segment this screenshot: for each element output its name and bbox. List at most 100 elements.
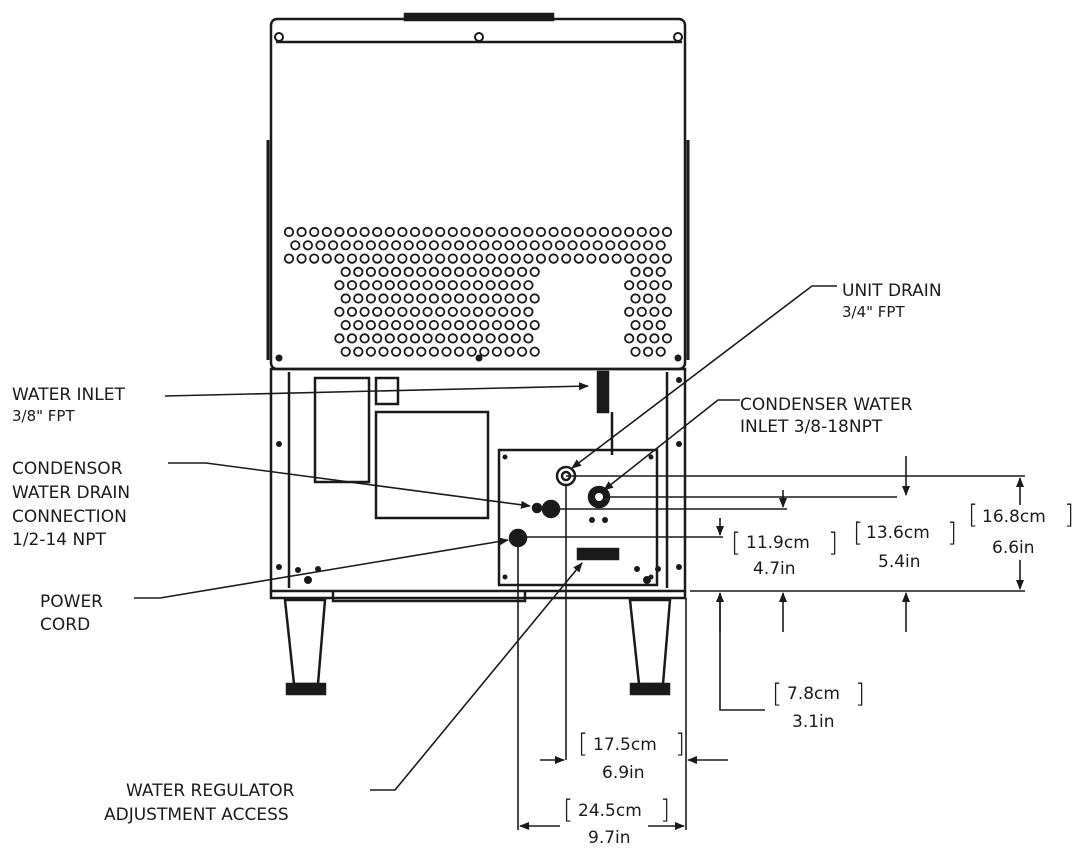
vent-hole [409, 306, 421, 317]
vent-hole [510, 253, 521, 264]
vent-hole [453, 293, 465, 304]
leader-unit-drain [571, 285, 837, 469]
vent-hole [372, 226, 383, 238]
left-foot [285, 682, 327, 696]
vent-hole [378, 293, 389, 304]
vent-hole [466, 266, 477, 277]
vent-hole [605, 240, 616, 251]
right-leg [628, 598, 672, 686]
vent-hole [642, 293, 654, 304]
vent-hole [435, 280, 446, 291]
vent-hole [390, 293, 402, 304]
vent-hole [378, 266, 389, 277]
vent-hole [302, 240, 313, 251]
vent-hole [346, 280, 358, 291]
callout-condensor-water-drain: CONDENSOR WATER DRAIN CONNECTION 1/2-14 … [12, 459, 130, 550]
vent-hole [630, 240, 641, 251]
vent-hole [466, 346, 477, 357]
vent-hole [447, 280, 458, 291]
vent-hole [655, 319, 666, 331]
vent-hole [435, 333, 446, 344]
vent-hole [516, 346, 528, 357]
svg-text:4.7in: 4.7in [753, 559, 796, 579]
svg-text:]: ] [1064, 500, 1074, 530]
vent-hole [390, 240, 402, 251]
vent-hole [422, 333, 433, 344]
vent-hole [504, 240, 515, 251]
vent-hole [353, 319, 364, 331]
vent-hole [340, 266, 351, 277]
vent-hole [428, 346, 439, 357]
leader-power-cord [134, 537, 509, 599]
left-leg [283, 598, 327, 686]
vent-hole [353, 346, 364, 357]
vent-hole [422, 226, 433, 238]
vent-hole [403, 266, 414, 277]
vent-hole [435, 226, 446, 238]
vent-hole [334, 226, 345, 238]
vent-hole [516, 293, 528, 304]
vent-hole [441, 266, 452, 277]
vent-hole [384, 333, 395, 344]
machine-outline [266, 12, 690, 696]
vent-hole [422, 280, 433, 291]
vent-hole [529, 266, 540, 277]
svg-text:7.8cm: 7.8cm [787, 684, 840, 704]
connection-plate [497, 448, 659, 587]
vent-hole [624, 280, 635, 291]
vent-hole [661, 306, 673, 317]
vent-hole [428, 240, 439, 251]
vent-hole [283, 253, 295, 264]
vent-hole [460, 333, 471, 344]
vent-hole [340, 319, 351, 331]
vent-hole [334, 333, 345, 344]
vent-hole [409, 253, 421, 264]
vent-hole [365, 346, 376, 357]
vent-hole [409, 226, 421, 238]
svg-text:5.4in: 5.4in [878, 552, 921, 572]
vent-hole [441, 240, 452, 251]
vent-hole [636, 306, 647, 317]
vent-hole [378, 319, 389, 331]
lower-panel [269, 367, 687, 593]
vent-hole [642, 319, 654, 331]
power-cord-fitting [508, 528, 528, 548]
vent-hole [611, 226, 622, 238]
svg-text:CORD: CORD [40, 615, 90, 635]
vent-hole [510, 280, 521, 291]
vent-hole [636, 253, 647, 264]
vent-hole [491, 266, 502, 277]
vent-hole [353, 240, 364, 251]
vent-hole [529, 346, 540, 357]
vent-hole [510, 333, 521, 344]
vent-hole [573, 253, 584, 264]
vent-hole [472, 280, 484, 291]
vent-hole [523, 226, 534, 238]
svg-text:]: ] [675, 729, 685, 759]
vent-hole [435, 253, 446, 264]
vent-hole [598, 226, 610, 238]
vent-hole [384, 306, 395, 317]
vent-hole [491, 293, 502, 304]
vent-hole [624, 226, 635, 238]
electrical-box [313, 376, 371, 484]
dimension-label-d1: [ 11.9cm ] 4.7in [731, 528, 838, 579]
vent-hole [453, 346, 465, 357]
dimension-label-d6: [ 24.5cm ] 9.7in [563, 795, 670, 848]
svg-text:13.6cm: 13.6cm [866, 523, 930, 543]
vent-hole [504, 266, 515, 277]
svg-text:6.9in: 6.9in [602, 763, 645, 783]
vent-hole [428, 293, 439, 304]
vent-hole [561, 226, 572, 238]
vent-hole [655, 346, 666, 357]
vent-hole [384, 226, 395, 238]
vent-hole [636, 280, 647, 291]
vent-hole [359, 226, 370, 238]
svg-text:3/8" FPT: 3/8" FPT [12, 407, 75, 425]
vent-hole [649, 253, 660, 264]
svg-text:]: ] [855, 679, 865, 709]
svg-text:]: ] [947, 518, 957, 548]
vent-hole [409, 333, 421, 344]
vent-hole [422, 253, 433, 264]
